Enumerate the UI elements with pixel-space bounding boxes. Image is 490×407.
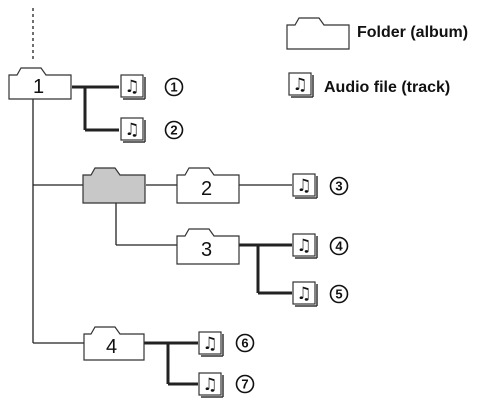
folder-2: 2 [176,167,240,204]
track-6-number-badge: 6 [235,333,255,353]
folder-1: 1 [8,67,72,100]
track-1: ♫ 1 [120,74,184,100]
track-2-number-badge: 2 [164,120,184,140]
svg-text:♫: ♫ [202,334,217,354]
track-1-number-badge: 1 [164,77,184,97]
svg-text:♫: ♫ [124,120,139,140]
svg-text:2: 2 [170,123,177,138]
track-5-music-note-icon: ♫ [292,281,318,307]
svg-text:1: 1 [170,80,177,95]
folder-3: 3 [176,228,240,265]
svg-text:3: 3 [335,179,342,194]
svg-text:♫: ♫ [296,284,311,304]
track-7-number-badge: 7 [235,374,255,394]
svg-text:♫: ♫ [202,375,217,395]
track-7: ♫ 7 [198,372,255,398]
folder-1-label: 1 [33,76,44,98]
svg-text:♫: ♫ [296,236,311,256]
folder-root-selected [82,167,146,204]
folder-2-label: 2 [201,178,212,200]
legend-audio-label: Audio file (track) [324,79,450,96]
folder-3-label: 3 [201,239,212,261]
legend-folder-icon [286,17,350,50]
track-4-music-note-icon: ♫ [292,233,318,259]
svg-text:♫: ♫ [296,176,311,196]
folder-4: 4 [83,326,145,361]
track-6: ♫ 6 [198,331,255,357]
track-3-number-badge: 3 [329,176,349,196]
track-4-number-badge: 4 [329,236,349,256]
legend-folder-label: Folder (album) [357,24,468,41]
tree-connectors [32,8,292,386]
track-3: ♫ 3 [292,173,349,199]
legend: Folder (album) ♫ Audio file (track) [286,17,468,98]
legend-music-note-icon: ♫ [288,72,314,98]
folder-4-label: 4 [106,336,117,358]
track-3-music-note-icon: ♫ [292,173,318,199]
svg-text:7: 7 [241,377,248,392]
track-2: ♫ 2 [120,117,184,143]
svg-text:♫: ♫ [292,75,307,95]
track-6-music-note-icon: ♫ [198,331,224,357]
svg-text:4: 4 [335,239,343,254]
track-7-music-note-icon: ♫ [198,372,224,398]
svg-text:5: 5 [335,287,342,302]
svg-text:♫: ♫ [124,77,139,97]
track-4: ♫ 4 [292,233,349,259]
track-5-number-badge: 5 [329,284,349,304]
track-5: ♫ 5 [292,281,349,307]
track-1-music-note-icon: ♫ [120,74,146,100]
svg-text:6: 6 [241,336,248,351]
track-2-music-note-icon: ♫ [120,117,146,143]
